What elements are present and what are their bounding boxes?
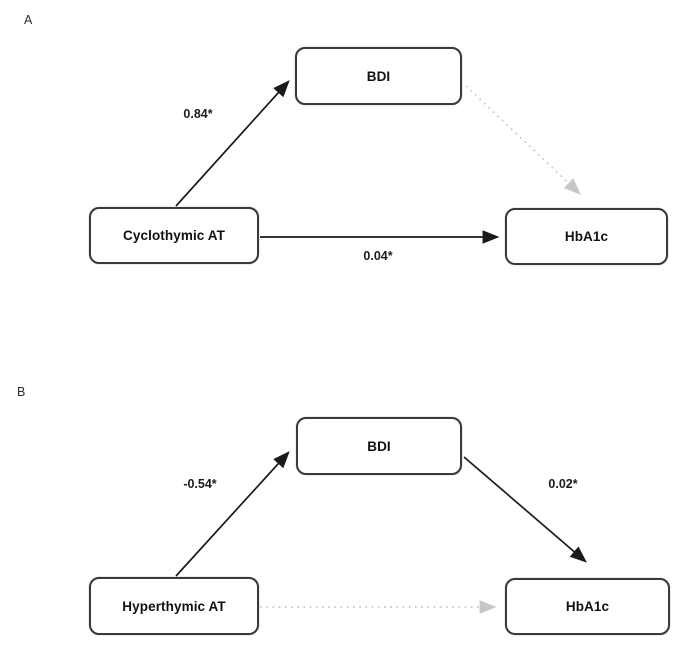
- panel-a-label: A: [24, 13, 33, 27]
- coefficient-bdi-to-hba1c: 0.02*: [548, 477, 578, 491]
- node-bdi-panel-b: BDI: [296, 417, 462, 475]
- arrow-cyclothymic-to-bdi: [175, 80, 290, 207]
- coefficient-cyclothymic-to-bdi: 0.84*: [183, 107, 213, 121]
- coefficient-hyperthymic-to-bdi: -0.54*: [183, 477, 217, 491]
- node-bdi-panel-a: BDI: [295, 47, 462, 105]
- node-cyclothymic-at: Cyclothymic AT: [89, 207, 259, 264]
- coefficient-cyclothymic-to-hba1c: 0.04*: [363, 249, 393, 263]
- panel-b-label: B: [17, 385, 26, 399]
- node-hba1c-panel-a: HbA1c: [505, 208, 668, 265]
- arrow-hyperthymic-to-bdi: [175, 451, 290, 577]
- arrow-bdi-to-hba1c: [463, 456, 587, 563]
- node-hba1c-panel-b: HbA1c: [505, 578, 670, 635]
- arrow-bdi-to-hba1c-dotted: [465, 85, 581, 195]
- node-hyperthymic-at: Hyperthymic AT: [89, 577, 259, 635]
